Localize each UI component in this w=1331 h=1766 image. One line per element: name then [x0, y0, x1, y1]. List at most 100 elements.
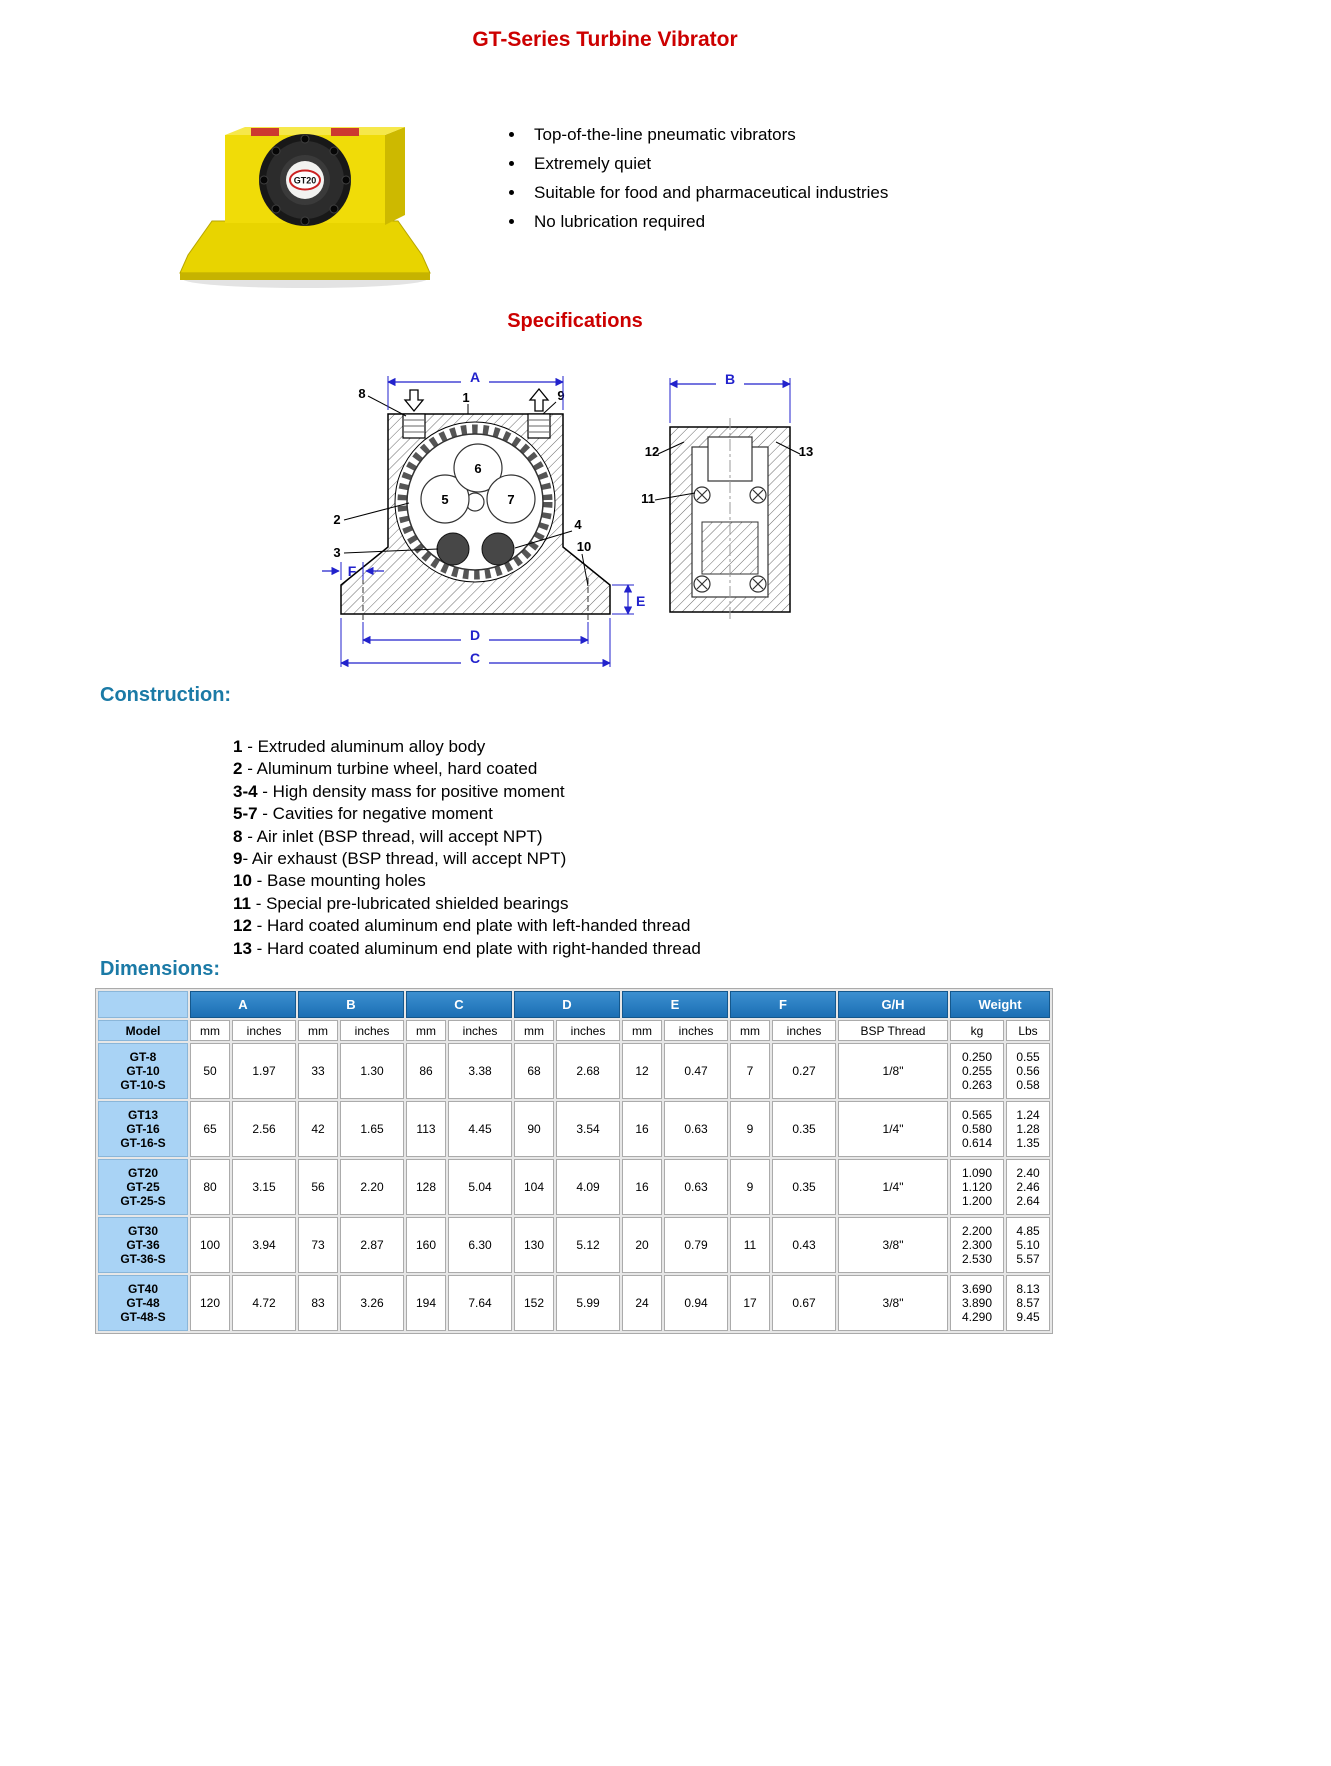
a-mm-cell: 65	[190, 1101, 230, 1157]
e-inches-cell: 0.63	[664, 1101, 728, 1157]
construction-item-text: - Hard coated aluminum end plate with ri…	[251, 938, 701, 958]
feature-item: No lubrication required	[526, 212, 888, 232]
cell-line: GT-48	[126, 1296, 160, 1310]
cover-bolts	[259, 134, 351, 226]
cell-line: 0.58	[1016, 1078, 1040, 1092]
e-inches-cell: 0.94	[664, 1275, 728, 1331]
air-exhaust-threads	[529, 419, 549, 433]
f-inches-cell: 0.35	[772, 1101, 836, 1157]
construction-item-text: - Air exhaust (BSP thread, will accept N…	[242, 849, 567, 869]
construction-item-number: 2	[233, 759, 243, 779]
cell-line: 0.55	[1016, 1050, 1040, 1064]
col-group-gh: G/H	[838, 991, 948, 1018]
b-mm-cell: 73	[298, 1217, 338, 1273]
part-label-10: 10	[577, 539, 591, 554]
cell-line: 9.45	[1016, 1310, 1040, 1324]
construction-item: 1 - Extruded aluminum alloy body	[233, 736, 701, 758]
mass-4	[481, 532, 515, 566]
cell-line: GT30	[127, 1224, 158, 1238]
a-inches-cell: 1.97	[232, 1043, 296, 1099]
red-cap-right	[331, 128, 359, 136]
d-mm-header: mm	[514, 1020, 554, 1041]
dimension-lines: A B D C E	[322, 369, 791, 668]
bsp-thread-header: BSP Thread	[838, 1020, 948, 1041]
cell-line: 3.890	[961, 1296, 993, 1310]
specifications-diagram: 5 6 7	[322, 369, 813, 668]
d-inches-header: inches	[556, 1020, 620, 1041]
part-leader-lines	[343, 395, 801, 587]
cell-line: 2.300	[961, 1238, 993, 1252]
b-inches-cell: 1.30	[340, 1043, 404, 1099]
part-label-4: 4	[574, 517, 582, 532]
mass-3	[436, 532, 470, 566]
cell-line: 1.24	[1016, 1108, 1040, 1122]
d-inches-cell: 2.68	[556, 1043, 620, 1099]
cell-line: 1.120	[961, 1180, 993, 1194]
part-label-9: 9	[557, 388, 564, 403]
col-group-d: D	[514, 991, 620, 1018]
c-mm-cell: 194	[406, 1275, 446, 1331]
cell-line: 1.200	[961, 1194, 993, 1208]
construction-item: 5-7 - Cavities for negative moment	[233, 803, 701, 825]
turbine-wheel-teeth	[397, 424, 553, 580]
c-inches-header: inches	[448, 1020, 512, 1041]
construction-item-text: - Cavities for negative moment	[257, 804, 493, 824]
cell-line: 8.57	[1016, 1296, 1040, 1310]
col-group-f: F	[730, 991, 836, 1018]
cell-line: GT-36	[126, 1238, 160, 1252]
f-inches-header: inches	[772, 1020, 836, 1041]
a-mm-cell: 50	[190, 1043, 230, 1099]
construction-item-number: 9	[233, 849, 243, 869]
construction-item-text: - High density mass for positive moment	[257, 781, 565, 801]
cell-line: 5.57	[1016, 1252, 1040, 1266]
feature-item: Top-of-the-line pneumatic vibrators	[526, 125, 888, 145]
cavity-5	[420, 474, 470, 524]
c-mm-cell: 86	[406, 1043, 446, 1099]
cell-line: 0.263	[961, 1078, 993, 1092]
cell-line: 2.530	[961, 1252, 993, 1266]
red-cap-left	[251, 128, 279, 136]
b-mm-cell: 33	[298, 1043, 338, 1099]
badge-oval	[289, 169, 321, 191]
f-mm-cell: 9	[730, 1159, 770, 1215]
dim-label-f: F	[348, 563, 357, 579]
a-mm-cell: 100	[190, 1217, 230, 1273]
construction-item-text: - Hard coated aluminum end plate with le…	[251, 916, 691, 936]
cell-line: 1.090	[961, 1166, 993, 1180]
cell-line: GT40	[127, 1282, 158, 1296]
specifications-diagram-wrap: 5 6 7	[318, 352, 828, 679]
cell-line: GT-8	[129, 1050, 157, 1064]
side-view	[669, 418, 791, 622]
f-inches-cell: 0.43	[772, 1217, 836, 1273]
dimensions-table: A B C D E F G/H Weight Model mm inches m…	[95, 988, 1053, 1334]
f-inches-cell: 0.67	[772, 1275, 836, 1331]
construction-item: 11 - Special pre-lubricated shielded bea…	[233, 893, 701, 915]
cell-line: 3.690	[961, 1282, 993, 1296]
dim-label-d: D	[470, 627, 480, 643]
bearings	[693, 486, 767, 593]
a-inches-cell: 4.72	[232, 1275, 296, 1331]
dim-label-a: A	[470, 369, 480, 385]
cell-line: GT13	[127, 1108, 158, 1122]
dim-label-c: C	[470, 650, 480, 666]
cell-line: 0.255	[961, 1064, 993, 1078]
construction-item: 10 - Base mounting holes	[233, 870, 701, 892]
bsp-thread-cell: 3/8"	[838, 1217, 948, 1273]
b-inches-cell: 1.65	[340, 1101, 404, 1157]
part-label-13: 13	[799, 444, 813, 459]
e-mm-cell: 12	[622, 1043, 662, 1099]
bsp-thread-cell: 1/4"	[838, 1101, 948, 1157]
cell-line: 1.28	[1016, 1122, 1040, 1136]
cavity-7	[486, 474, 536, 524]
a-inches-header: inches	[232, 1020, 296, 1041]
d-inches-cell: 3.54	[556, 1101, 620, 1157]
cell-line: 2.64	[1016, 1194, 1040, 1208]
